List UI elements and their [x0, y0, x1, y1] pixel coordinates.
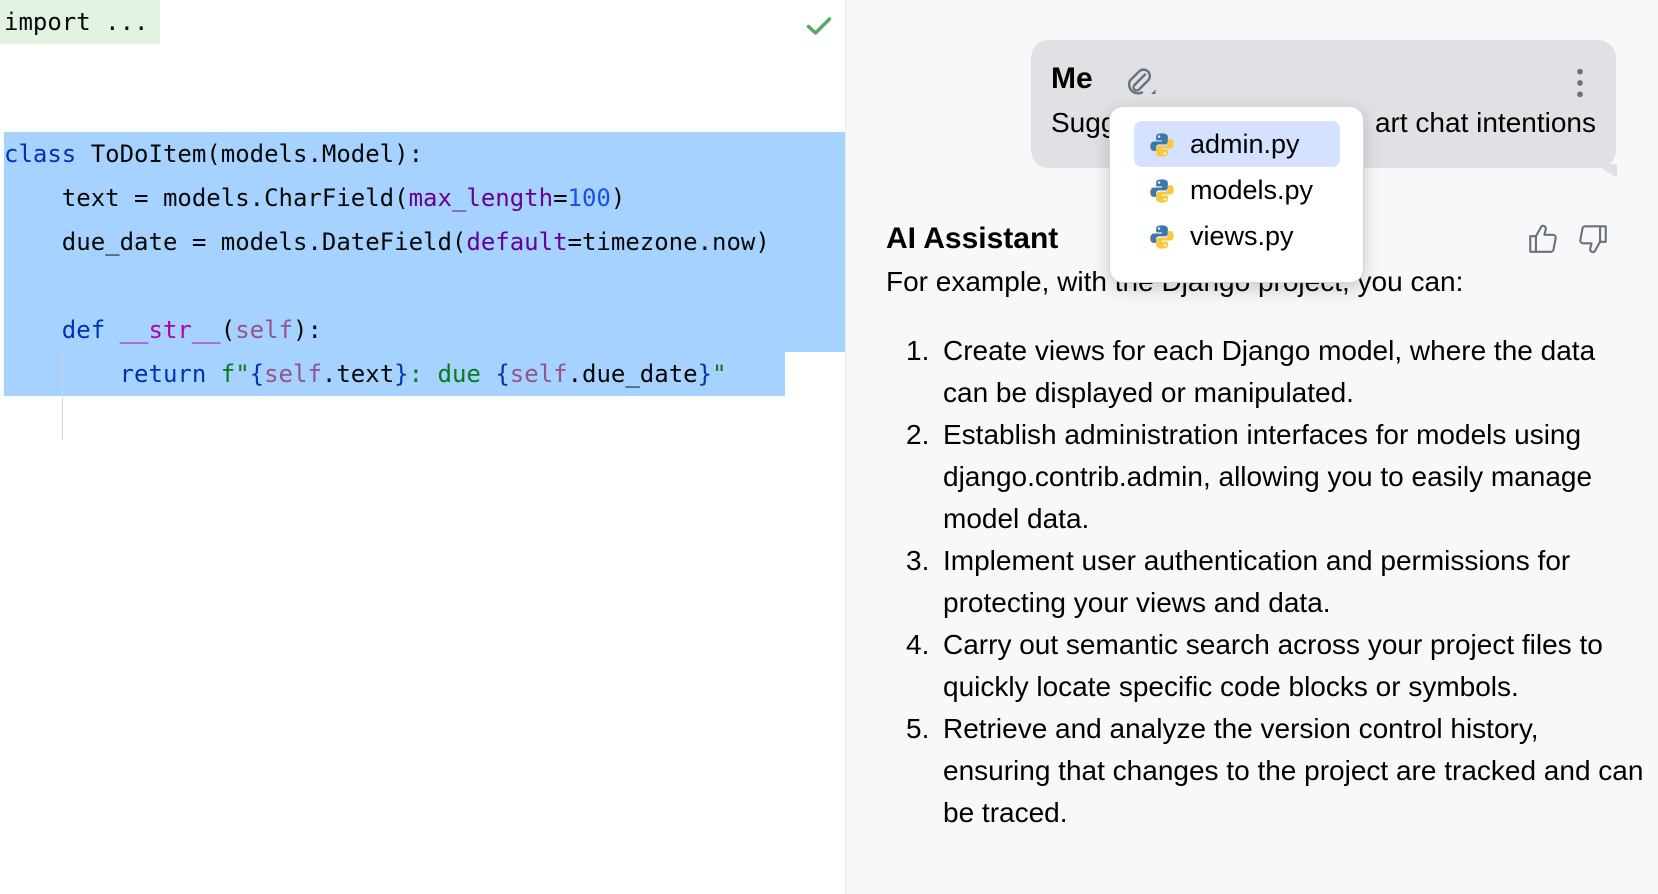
popup-item-models[interactable]: models.py — [1134, 167, 1340, 213]
python-file-icon — [1150, 179, 1174, 203]
thumbs-up-icon[interactable] — [1526, 222, 1560, 256]
list-number: 4. — [906, 629, 930, 660]
code-token: { — [495, 360, 510, 388]
list-item-text: Carry out semantic search across your pr… — [943, 629, 1603, 702]
code-token: f" — [220, 360, 250, 388]
code-token: .due_date — [567, 360, 698, 388]
code-token: class — [4, 140, 77, 168]
ai-assistant-name: AI Assistant — [886, 222, 1059, 255]
code-token: ): — [293, 316, 322, 344]
code-selection-end — [4, 352, 785, 396]
more-options-icon[interactable] — [1574, 66, 1586, 100]
code-token: def — [4, 316, 120, 344]
popup-item-label: admin.py — [1190, 129, 1300, 159]
list-item: 1. Create views for each Django model, wh… — [886, 330, 1646, 414]
thumbs-down-icon[interactable] — [1576, 222, 1610, 256]
code-token: ToDoItem(models.Model): — [76, 140, 424, 168]
code-line-2[interactable]: text = models.CharField(max_length=100) — [4, 176, 626, 220]
code-token: self — [235, 316, 293, 344]
code-token: text = models.CharField( — [4, 184, 409, 212]
code-token: default — [466, 228, 568, 256]
attach-file-popup: admin.py models.py views.py — [1109, 106, 1364, 283]
code-token: self — [264, 360, 322, 388]
code-selection — [4, 132, 845, 352]
code-token: " — [712, 360, 727, 388]
code-token: __str__ — [119, 316, 221, 344]
code-line-5[interactable]: def __str__(self): — [4, 308, 322, 352]
list-item: 3. Implement user authentication and perm… — [886, 540, 1646, 624]
code-token: : due — [408, 360, 496, 388]
list-number: 2. — [906, 419, 930, 450]
code-line-1[interactable]: class ToDoItem(models.Model): — [4, 132, 423, 176]
popup-item-admin[interactable]: admin.py — [1134, 121, 1340, 167]
code-line-3[interactable]: due_date = models.DateField(default=time… — [4, 220, 770, 264]
user-name: Me — [1051, 62, 1093, 95]
folded-import-text[interactable]: import ... — [4, 8, 149, 36]
popup-item-views[interactable]: views.py — [1134, 213, 1340, 259]
list-item-text: Retrieve and analyze the version control… — [943, 713, 1644, 828]
list-item: 4. Carry out semantic search across your … — [886, 624, 1646, 708]
check-icon — [806, 17, 832, 35]
code-token: due_date = models.DateField( — [4, 228, 467, 256]
code-token: { — [249, 360, 265, 388]
paperclip-icon[interactable] — [1121, 64, 1157, 100]
code-token: ( — [220, 316, 236, 344]
list-item: 2. Establish administration interfaces fo… — [886, 414, 1646, 540]
python-file-icon — [1150, 225, 1174, 249]
code-token: 100 — [567, 184, 611, 212]
popup-item-label: views.py — [1190, 221, 1294, 251]
list-number: 1. — [906, 335, 930, 366]
user-message-text-start: Sugg — [1051, 107, 1117, 138]
code-token: ) — [610, 184, 626, 212]
indent-guide — [62, 352, 63, 440]
list-item-text: Create views for each Django model, wher… — [943, 335, 1596, 408]
code-token: return — [4, 360, 221, 388]
user-message-text-end: art chat intentions — [1374, 107, 1596, 138]
code-token: = — [553, 184, 568, 212]
code-token: max_length — [408, 184, 554, 212]
list-number: 5. — [906, 713, 930, 744]
code-token: self — [509, 360, 568, 388]
python-file-icon — [1150, 133, 1174, 157]
code-line-6[interactable]: return f"{self.text}: due {self.due_date… — [4, 352, 727, 396]
code-token: } — [697, 360, 713, 388]
code-token: =timezone.now) — [567, 228, 770, 256]
code-token: } — [394, 360, 409, 388]
folded-imports[interactable] — [0, 0, 160, 44]
list-item-text: Implement user authentication and permis… — [943, 545, 1571, 618]
list-number: 3. — [906, 545, 930, 576]
code-token: .text — [321, 360, 395, 388]
ai-suggestions-list: 1. Create views for each Django model, wh… — [886, 330, 1646, 834]
popup-item-label: models.py — [1190, 175, 1314, 205]
list-item: 5. Retrieve and analyze the version contr… — [886, 708, 1646, 834]
list-item-text: Establish administration interfaces for … — [943, 419, 1593, 534]
code-editor[interactable]: import ... class ToDoItem(models.Model):… — [0, 0, 845, 894]
